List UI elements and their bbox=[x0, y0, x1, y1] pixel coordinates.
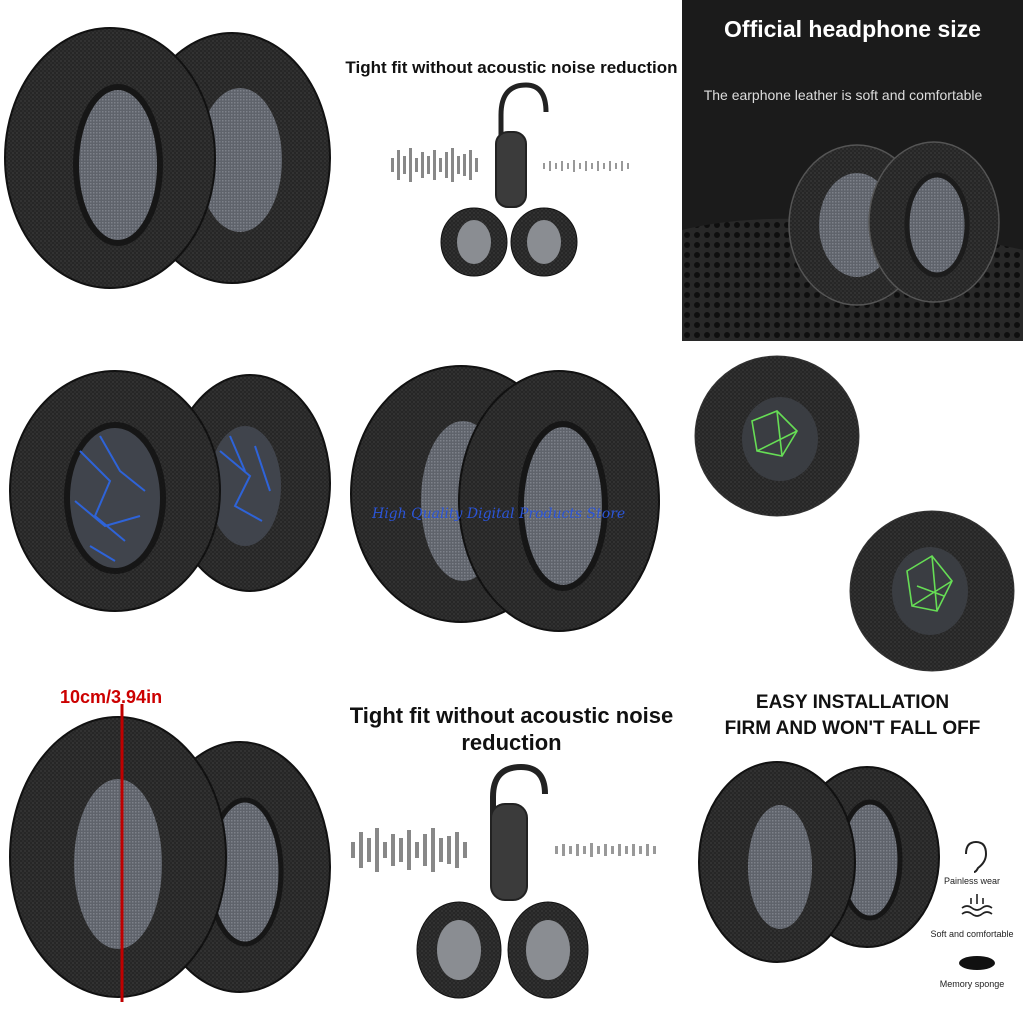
headphone-icon bbox=[495, 82, 549, 208]
center-earpads-image bbox=[350, 365, 660, 632]
feature-memory-sponge: Memory sponge bbox=[939, 979, 1005, 989]
sponge-icon bbox=[959, 956, 995, 970]
official-size-panel: Official headphone size The earphone lea… bbox=[682, 0, 1023, 341]
easy-installation-image bbox=[698, 761, 995, 970]
sound-wave-right-icon bbox=[543, 160, 629, 172]
ear-icon bbox=[965, 840, 988, 873]
sound-wave-right-icon bbox=[555, 843, 656, 857]
official-subtitle: The earphone leather is soft and comfort… bbox=[703, 87, 983, 103]
blue-pattern-earpads-image bbox=[9, 370, 331, 612]
noise-diagram-graphic bbox=[391, 82, 629, 277]
product-photo-center bbox=[341, 341, 682, 682]
wave-icon bbox=[961, 894, 993, 917]
feature-soft-comfortable: Soft and comfortable bbox=[930, 929, 1014, 939]
dark-background-image bbox=[682, 0, 1023, 341]
measurement-earpads-image bbox=[9, 704, 331, 1002]
green-pattern-earpads-image bbox=[694, 355, 1015, 672]
noise-heading-bottom: Tight fit without acoustic noise reducti… bbox=[349, 703, 674, 755]
store-watermark: High Quality Digital Products Store bbox=[372, 506, 626, 522]
noise-heading-top: Tight fit without acoustic noise reducti… bbox=[345, 58, 678, 77]
easy-installation-panel: EASY INSTALLATION FIRM AND WON'T FALL OF… bbox=[682, 682, 1023, 1023]
noise-diagram-bottom: Tight fit without acoustic noise reducti… bbox=[341, 682, 682, 1023]
official-title: Official headphone size bbox=[724, 16, 981, 42]
measurement-label: 10cm/3.94in bbox=[60, 687, 163, 707]
easy-line-2: FIRM AND WON'T FALL OFF bbox=[724, 718, 981, 739]
noise-diagram-top: Tight fit without acoustic noise reducti… bbox=[341, 0, 682, 341]
easy-installation-heading: EASY INSTALLATION FIRM AND WON'T FALL OF… bbox=[682, 690, 1023, 742]
product-photo-green-pattern bbox=[682, 341, 1023, 682]
product-photo-blue-pattern bbox=[0, 341, 341, 682]
headphone-icon bbox=[490, 763, 548, 901]
noise-diagram-bottom-graphic bbox=[351, 763, 656, 999]
product-photo-earpads-pair bbox=[0, 0, 341, 341]
measurement-photo: 10cm/3.94in bbox=[0, 682, 341, 1023]
feature-painless-wear: Painless wear bbox=[943, 876, 1001, 886]
sound-wave-left-icon bbox=[351, 828, 467, 872]
sound-wave-left-icon bbox=[391, 148, 478, 182]
earpads-pair-image bbox=[4, 27, 331, 289]
easy-line-1: EASY INSTALLATION bbox=[755, 692, 950, 713]
